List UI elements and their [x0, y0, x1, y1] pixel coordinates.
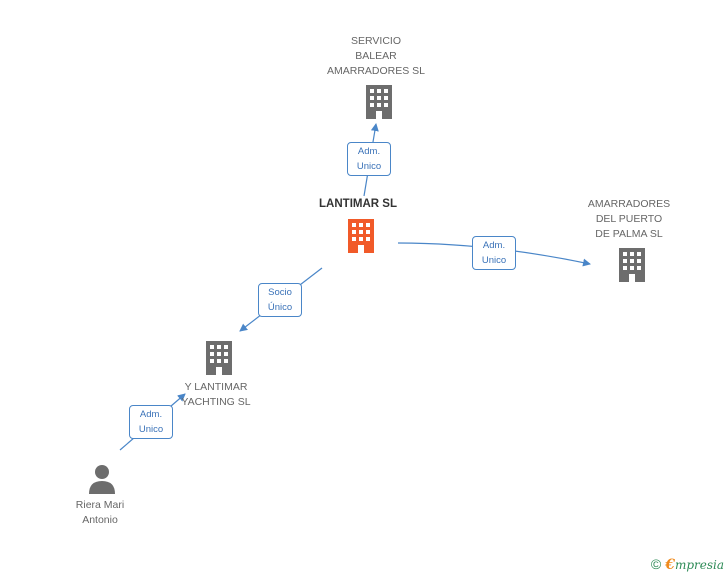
edge-label-adm-unico[interactable]: Adm. Unico: [347, 142, 391, 176]
edge-label-adm-unico[interactable]: Adm. Unico: [472, 236, 516, 270]
building-icon[interactable]: [617, 248, 647, 282]
node-label-lantimar[interactable]: LANTIMAR SL: [319, 198, 397, 210]
node-label-servicio[interactable]: SERVICIO BALEAR AMARRADORES SL: [326, 35, 426, 77]
node-label-riera[interactable]: Riera Mari Antonio: [75, 499, 125, 526]
node-label-puerto[interactable]: AMARRADORES DEL PUERTO DE PALMA SL: [587, 198, 671, 240]
brand-name: mpresia: [674, 558, 724, 572]
building-icon[interactable]: [204, 341, 234, 375]
person-icon[interactable]: [87, 464, 117, 494]
node-label-ylantimar[interactable]: Y LANTIMAR YACHTING SL: [181, 381, 251, 408]
copyright-icon: ©: [650, 556, 662, 572]
edge-label-socio-unico[interactable]: Socio Único: [258, 283, 302, 317]
edge-label-adm-unico[interactable]: Adm. Unico: [129, 405, 173, 439]
brand-initial: €: [665, 557, 675, 573]
building-icon[interactable]: [364, 85, 394, 119]
empresia-watermark: ©€mpresia: [651, 556, 724, 573]
building-icon[interactable]: [346, 219, 376, 253]
